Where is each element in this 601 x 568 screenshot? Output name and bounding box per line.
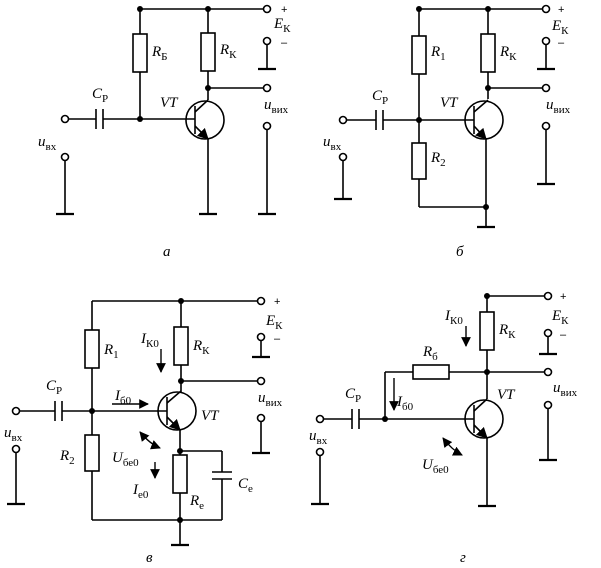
ib0-label: Iб0 bbox=[396, 394, 414, 413]
transistor-vt bbox=[185, 100, 225, 140]
resistor-rk bbox=[200, 32, 216, 72]
rk-label: RК bbox=[192, 338, 210, 357]
uvih-label: uвих bbox=[546, 97, 571, 116]
uvih-label: uвих bbox=[264, 97, 289, 116]
resistor-rk bbox=[479, 311, 495, 351]
ek-minus-terminal bbox=[256, 332, 266, 342]
cp-label: CР bbox=[92, 86, 108, 105]
ek-label: EК bbox=[551, 18, 569, 37]
uvh-label: uвх bbox=[38, 134, 57, 153]
uvh-label: uвх bbox=[4, 425, 23, 444]
ek-plus-terminal bbox=[262, 4, 272, 14]
ek-minus: – bbox=[281, 37, 288, 49]
ce-label: Cе bbox=[238, 476, 253, 495]
output-terminal bbox=[541, 83, 551, 93]
caption-a: а bbox=[163, 244, 171, 260]
ek-plus: + bbox=[558, 4, 564, 16]
circuit-v: + EК – R1 R2 RК uвих IК0 bbox=[4, 296, 283, 566]
ek-minus: – bbox=[274, 333, 281, 345]
vt-label: VT bbox=[497, 387, 516, 403]
resistor-r1 bbox=[411, 35, 427, 75]
ek-label: EК bbox=[551, 308, 569, 327]
ik0-label: IК0 bbox=[444, 308, 463, 327]
output-terminal bbox=[256, 376, 266, 386]
circuit-b: + EК – R1 R2 RК uвих bbox=[323, 4, 571, 260]
ek-plus-terminal bbox=[541, 4, 551, 14]
resistor-re bbox=[172, 454, 188, 494]
resistor-r1 bbox=[84, 329, 100, 369]
input-terminal-low bbox=[338, 152, 348, 162]
output-terminal-low bbox=[262, 121, 272, 131]
ik0-label: IК0 bbox=[140, 331, 159, 350]
input-terminal bbox=[315, 414, 325, 424]
vt-label: VT bbox=[440, 95, 459, 111]
input-terminal-low bbox=[11, 444, 21, 454]
resistor-r2 bbox=[84, 434, 100, 472]
uvih-label: uвих bbox=[553, 380, 578, 399]
resistor-r2 bbox=[411, 142, 427, 180]
resistor-rb bbox=[412, 364, 450, 380]
output-terminal-low bbox=[256, 413, 266, 423]
resistor-rk bbox=[480, 33, 496, 73]
output-terminal-low bbox=[541, 121, 551, 131]
ek-minus-terminal bbox=[262, 36, 272, 46]
cp-label: CР bbox=[46, 378, 62, 397]
r1-label: R1 bbox=[103, 342, 119, 361]
circuit-g: + EК – RК IК0 uвих Rб Iб0 bbox=[309, 291, 578, 566]
ek-label: EК bbox=[265, 313, 283, 332]
rk-label: RК bbox=[499, 44, 517, 63]
rb-label: Rб bbox=[422, 344, 438, 363]
ek-minus: – bbox=[558, 37, 565, 49]
re-label: Rе bbox=[189, 493, 204, 512]
circuit-a: + EК – RБ RК uвих VT bbox=[38, 4, 291, 260]
ube0-arrow bbox=[442, 437, 463, 456]
vt-label: VT bbox=[160, 95, 179, 111]
rk-label: RК bbox=[219, 42, 237, 61]
r2-label: R2 bbox=[59, 448, 75, 467]
caption-b: б bbox=[456, 244, 464, 260]
input-terminal-low bbox=[60, 152, 70, 162]
ek-plus-terminal bbox=[256, 296, 266, 306]
ek-minus-terminal bbox=[543, 328, 553, 338]
resistor-rk bbox=[173, 326, 189, 366]
ek-minus-terminal bbox=[541, 36, 551, 46]
output-terminal bbox=[543, 367, 553, 377]
uvh-label: uвх bbox=[309, 428, 328, 447]
ek-plus: + bbox=[560, 291, 566, 303]
input-terminal bbox=[60, 114, 70, 124]
cp-label: CР bbox=[372, 88, 388, 107]
r1-label: R1 bbox=[430, 44, 446, 63]
resistor-rb bbox=[132, 33, 148, 73]
input-terminal bbox=[338, 115, 348, 125]
ek-plus: + bbox=[274, 296, 280, 308]
uvih-label: uвих bbox=[258, 390, 283, 409]
rk-label: RК bbox=[498, 322, 516, 341]
ube0-label: Uбе0 bbox=[422, 457, 449, 476]
ek-label: EК bbox=[273, 16, 291, 35]
output-terminal bbox=[262, 83, 272, 93]
input-terminal-low bbox=[315, 447, 325, 457]
r2-label: R2 bbox=[430, 150, 446, 169]
ib0-label: Iб0 bbox=[114, 388, 132, 407]
output-terminal-low bbox=[543, 400, 553, 410]
ube0-arrow bbox=[139, 431, 161, 450]
ube0-label: Uбе0 bbox=[112, 450, 139, 469]
caption-g: г bbox=[460, 550, 466, 566]
ie0-label: Iе0 bbox=[132, 482, 149, 501]
uvh-label: uвх bbox=[323, 134, 342, 153]
ek-plus: + bbox=[281, 4, 287, 16]
cp-label: CР bbox=[345, 386, 361, 405]
input-terminal bbox=[11, 406, 21, 416]
ek-minus: – bbox=[560, 329, 567, 341]
vt-label: VT bbox=[201, 408, 220, 424]
caption-v: в bbox=[146, 550, 153, 566]
ek-plus-terminal bbox=[543, 291, 553, 301]
rb-label: RБ bbox=[151, 44, 168, 63]
